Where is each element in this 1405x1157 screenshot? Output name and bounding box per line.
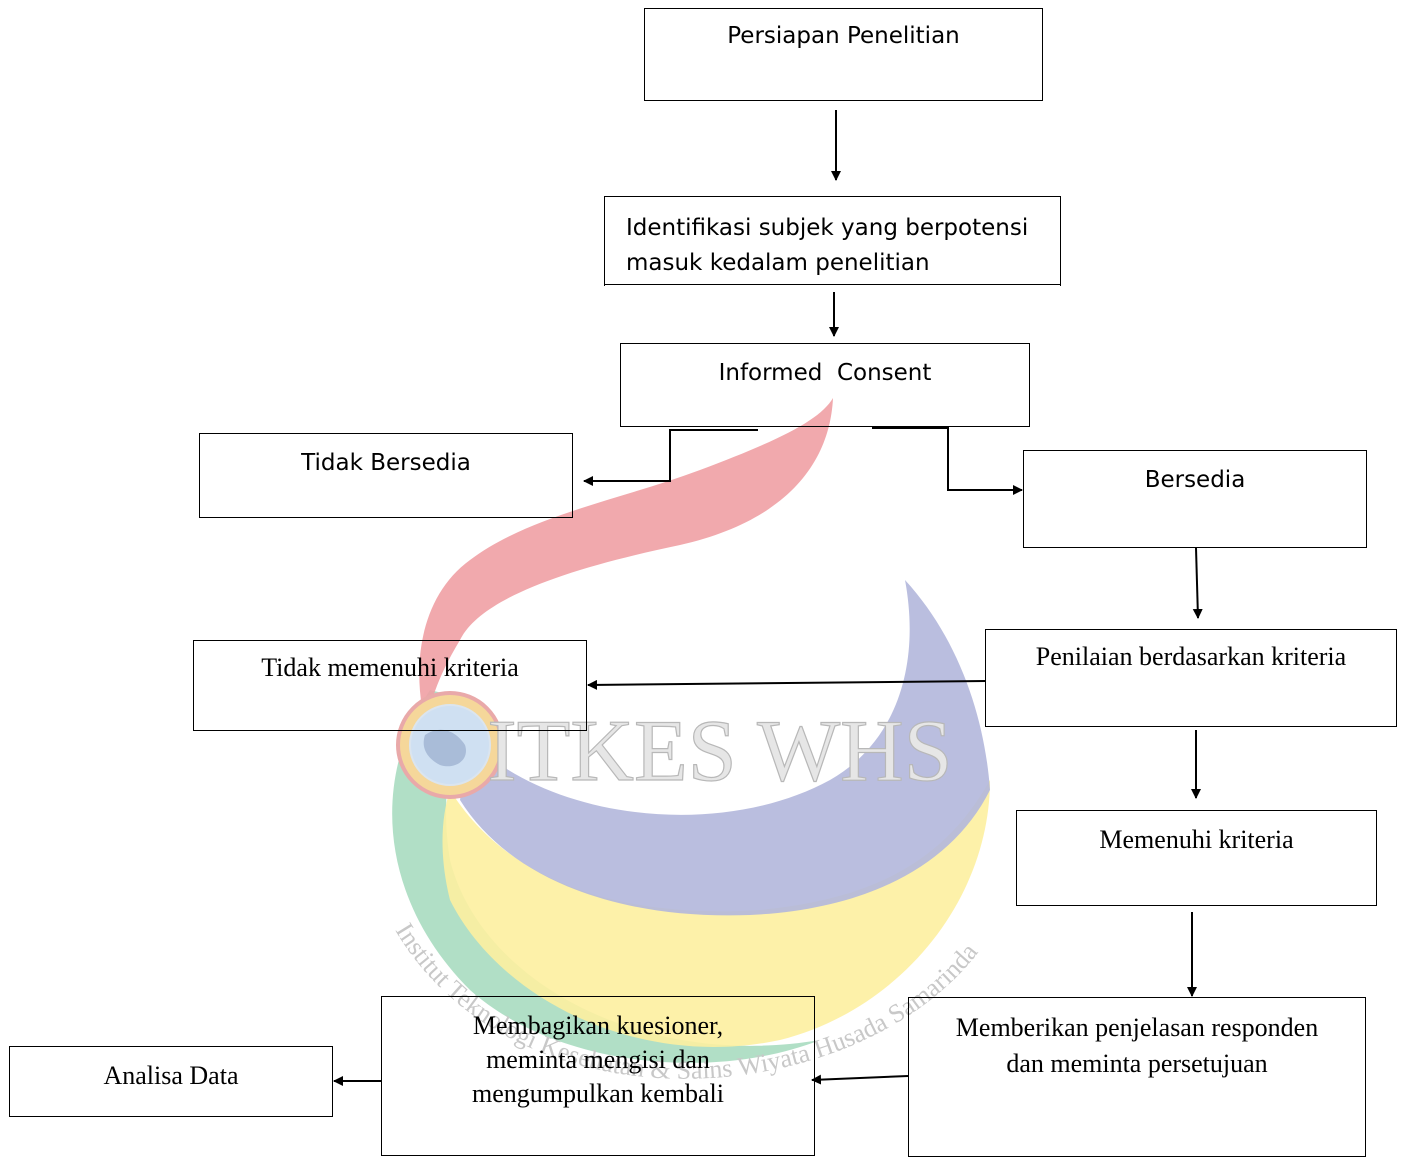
watermark-green-swoosh	[392, 690, 820, 1063]
node-analisa-data: Analisa Data	[9, 1046, 333, 1117]
node-tidak-bersedia: Tidak Bersedia	[199, 433, 573, 518]
node-persiapan-label: Persiapan Penelitian	[727, 23, 960, 49]
node-membagikan-kuesioner: Membagikan kuesioner, meminta mengisi da…	[381, 996, 815, 1156]
node-informed-label: Informed Consent	[718, 360, 932, 386]
node-memberikan-line1: Memberikan penjelasan responden	[955, 1013, 1319, 1042]
arrow-informed-to-tidak-bersedia	[583, 429, 758, 486]
node-tidak-memenuhi-label: Tidak memenuhi kriteria	[261, 653, 519, 682]
watermark-logo-text: ITKES WHS	[487, 703, 952, 800]
node-memberikan-line2: dan meminta persetujuan	[1006, 1049, 1268, 1078]
node-bersedia-label: Bersedia	[1144, 467, 1246, 493]
node-memenuhi-label: Memenuhi kriteria	[1099, 825, 1294, 854]
node-memenuhi-kriteria: Memenuhi kriteria	[1016, 810, 1377, 906]
node-analisa-label: Analisa Data	[103, 1061, 239, 1090]
node-membagikan-line1: Membagikan kuesioner,	[472, 1011, 724, 1040]
arrow-penilaian-to-tidak-memenuhi	[587, 679, 987, 690]
watermark-blue-band	[460, 580, 990, 916]
node-persiapan-penelitian: Persiapan Penelitian	[644, 8, 1043, 101]
node-identifikasi-bottom-border	[604, 284, 1061, 285]
arrow-informed-to-bersedia	[872, 427, 1023, 495]
node-tidak-bersedia-label: Tidak Bersedia	[301, 450, 471, 476]
node-membagikan-line3: mengumpulkan kembali	[471, 1079, 724, 1108]
node-identifikasi-line2: masuk kedalam penelitian	[626, 250, 930, 276]
node-membagikan-line2: meminta mengisi dan	[486, 1045, 710, 1074]
node-memberikan-penjelasan: Memberikan penjelasan responden dan memi…	[908, 997, 1366, 1157]
node-identifikasi-line1: Identifikasi subjek yang berpotensi	[626, 215, 1029, 241]
node-penilaian-kriteria: Penilaian berdasarkan kriteria	[985, 629, 1397, 727]
node-penilaian-label: Penilaian berdasarkan kriteria	[1035, 642, 1347, 671]
node-tidak-memenuhi-kriteria: Tidak memenuhi kriteria	[193, 640, 587, 731]
node-informed-consent: Informed Consent	[620, 343, 1030, 427]
arrow-bersedia-to-penilaian	[1192, 547, 1203, 619]
arrow-memberikan-to-membagikan	[811, 1074, 909, 1085]
node-identifikasi-subjek: Identifikasi subjek yang berpotensi masu…	[604, 196, 1061, 286]
node-bersedia: Bersedia	[1023, 450, 1367, 548]
watermark-red-flame	[419, 398, 833, 740]
